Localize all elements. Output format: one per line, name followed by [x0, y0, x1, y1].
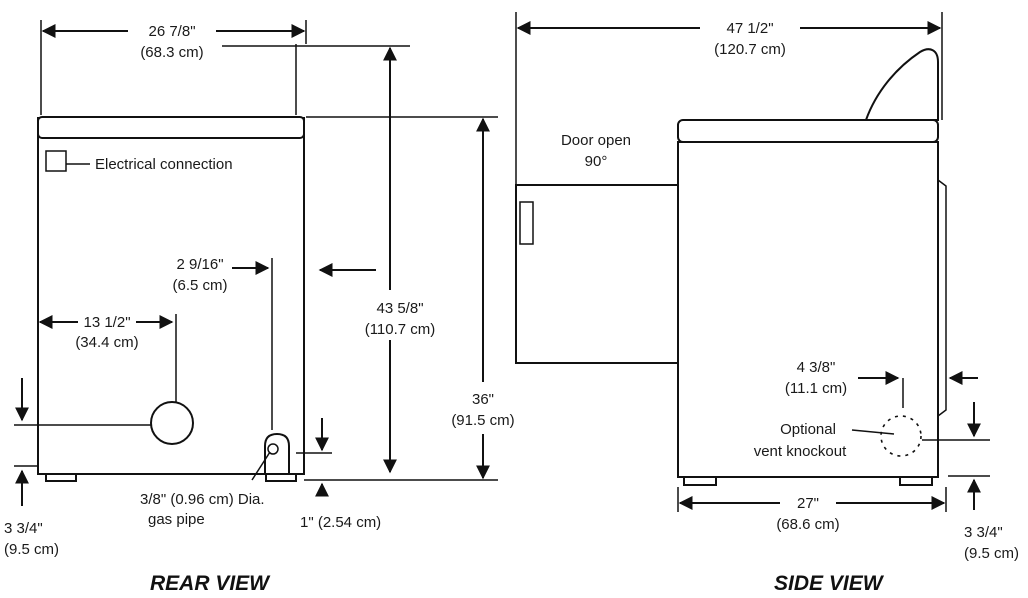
- vent-height-in: 3 3/4": [4, 520, 43, 537]
- electrical-connection-box: [45, 150, 67, 172]
- vent-height-cm: (9.5 cm): [4, 541, 59, 558]
- gas-pipe-label-2: gas pipe: [148, 511, 205, 528]
- side-depth-in: 27": [797, 495, 819, 512]
- rear-body-height-cm: (91.5 cm): [451, 412, 514, 429]
- side-depth-cm: (68.6 cm): [776, 516, 839, 533]
- rear-total-height-cm: (110.7 cm): [365, 321, 436, 338]
- rear-view: 26 7/8" (68.3 cm) 43 5/8" (110.7 cm) 36"…: [4, 20, 515, 595]
- rear-view-title: REAR VIEW: [150, 572, 271, 595]
- knockout-offset-cm: (11.1 cm): [785, 380, 847, 397]
- rear-width-cm: (68.3 cm): [140, 44, 203, 61]
- side-top-panel: [677, 119, 939, 143]
- side-foot-back: [899, 476, 933, 486]
- rear-cabinet: [37, 117, 305, 475]
- knockout-height-cm: (9.5 cm): [964, 545, 1019, 562]
- rear-total-height-in: 43 5/8": [376, 300, 423, 317]
- knockout-leader: [851, 429, 895, 435]
- open-door: [515, 184, 679, 364]
- rear-width-in: 26 7/8": [148, 23, 195, 40]
- side-total-in: 47 1/2": [726, 20, 773, 37]
- side-view: 47 1/2" (120.7 cm) Door open 90° 4 3/8" …: [515, 12, 1019, 595]
- door-label-2: 90°: [585, 153, 608, 170]
- vent-knockout: [880, 415, 922, 457]
- gas-height-dim: 1" (2.54 cm): [300, 514, 381, 531]
- gas-pipe-leader: [251, 451, 271, 481]
- side-back-panel: [937, 179, 947, 417]
- knockout-height-in: 3 3/4": [964, 524, 1003, 541]
- side-console: [864, 48, 939, 121]
- side-cabinet: [677, 141, 939, 478]
- rear-foot-right: [265, 473, 297, 482]
- gas-pipe-opening: [267, 443, 279, 455]
- gas-offset-cm: (6.5 cm): [172, 277, 227, 294]
- side-total-cm: (120.7 cm): [714, 41, 786, 58]
- door-label-1: Door open: [561, 132, 631, 149]
- knockout-offset-in: 4 3/8": [797, 359, 836, 376]
- gas-pipe-label-1: 3/8" (0.96 cm) Dia.: [140, 491, 265, 508]
- vent-offset-cm: (34.4 cm): [75, 334, 138, 351]
- electrical-label: Electrical connection: [95, 156, 233, 173]
- side-view-title: SIDE VIEW: [774, 572, 885, 595]
- rear-foot-left: [45, 473, 77, 482]
- rear-top-panel: [37, 116, 305, 139]
- vent-offset-in: 13 1/2": [83, 314, 130, 331]
- side-foot-front: [683, 476, 717, 486]
- rear-body-height-in: 36": [472, 391, 494, 408]
- rear-vent-opening: [150, 401, 194, 445]
- door-handle: [519, 201, 534, 245]
- knockout-label-1: Optional: [780, 421, 836, 438]
- knockout-label-2: vent knockout: [754, 443, 847, 460]
- gas-offset-in: 2 9/16": [176, 256, 223, 273]
